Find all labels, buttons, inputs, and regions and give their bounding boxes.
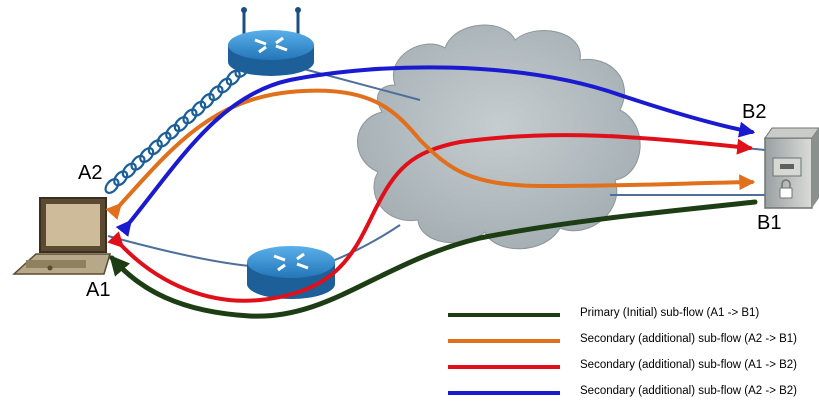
coil-loop (191, 100, 207, 117)
legend-label-2: Secondary (additional) sub-flow (A1 -> B… (580, 359, 798, 371)
coil-loop (208, 85, 224, 102)
flow-secondary-a2-b2 (115, 65, 756, 237)
legend-label-3: Secondary (additional) sub-flow (A2 -> B… (580, 385, 798, 397)
router-icon (247, 246, 335, 299)
laptop-icon (12, 197, 112, 275)
legend-label-0: Primary (Initial) sub-flow (A1 -> B1) (580, 307, 760, 319)
coil-loop (217, 77, 233, 94)
wifi-coil-icon (104, 61, 250, 195)
coil-loop (199, 92, 215, 109)
coil-loop (225, 69, 241, 86)
label-a2: A2 (78, 162, 103, 184)
legend-lines (448, 313, 560, 395)
label-b2: B2 (742, 101, 767, 123)
label-a1: A1 (86, 279, 111, 301)
wireless-router-icon (228, 7, 314, 76)
legend-label-1: Secondary (additional) sub-flow (A2 -> B… (580, 333, 798, 345)
flows (105, 65, 758, 319)
server-icon (764, 127, 819, 209)
label-b1: B1 (757, 212, 782, 234)
